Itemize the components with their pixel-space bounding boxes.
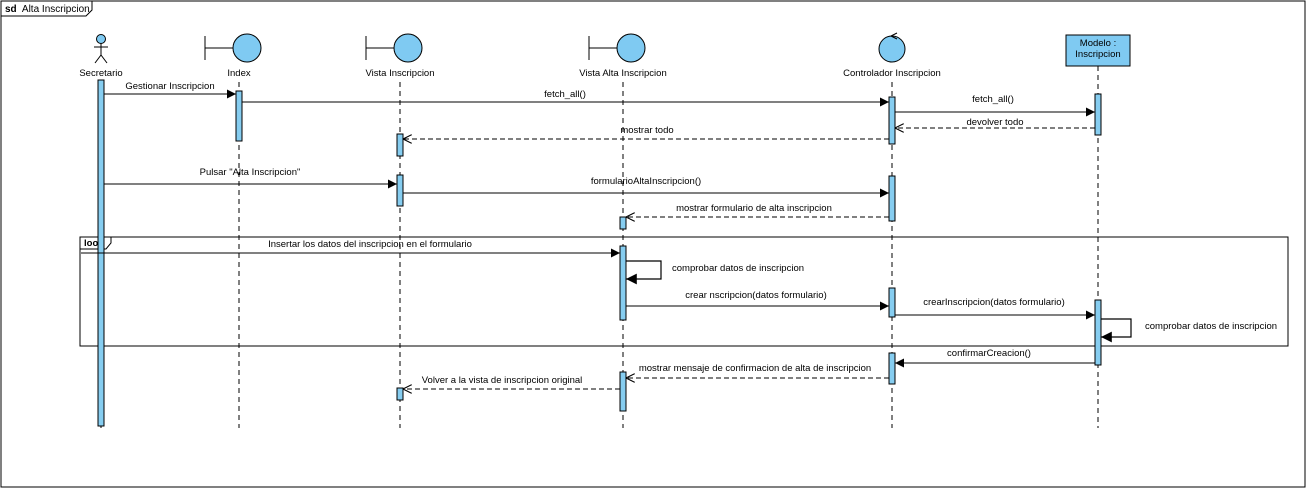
activation-bar-controlador-inscripcion (888, 352, 896, 385)
message-label: Pulsar "Alta Inscripcion" (200, 167, 301, 178)
message-comprobar-datos-vista: comprobar datos de inscripcion (626, 260, 804, 285)
actor-icon (94, 34, 108, 64)
frame-label-prefix: sd (5, 4, 17, 15)
message-label: devolver todo (966, 117, 1023, 128)
message-mostrar-todo: mostrar todo (403, 125, 889, 139)
message-mostrar-confirmacion: mostrar mensaje de confirmacion de alta … (626, 363, 889, 378)
message-gestionar-inscripcion: Gestionar Inscripcion (104, 81, 236, 99)
activation-bar-vista-alta-inscripcion (619, 245, 627, 321)
message-label: crear nscripcion(datos formulario) (685, 290, 827, 301)
message-label: mostrar formulario de alta inscripcion (676, 203, 832, 214)
activation-bar-vista-inscripcion (396, 174, 404, 207)
participant-label: Inscripcion (1075, 49, 1120, 60)
activation-bar-modelo-inscripcion (1094, 93, 1102, 136)
activation-bar-index (235, 90, 243, 142)
message-label: formularioAltaInscripcion() (591, 176, 701, 187)
participant-label: Index (227, 68, 250, 79)
message-comprobar-datos-modelo: comprobar datos de inscripcion (1101, 318, 1277, 343)
participant-vista-inscripcion: Vista Inscripcion (365, 33, 435, 428)
message-label: fetch_all() (972, 94, 1014, 105)
participant-label: Vista Alta Inscripcion (579, 68, 666, 79)
loop-fragment: loop (79, 236, 1289, 347)
message-label: mostrar mensaje de confirmacion de alta … (639, 363, 871, 374)
activation-bar-controlador-inscripcion (888, 96, 896, 145)
message-fetch-all-1: fetch_all() (242, 89, 889, 107)
message-label: fetch_all() (544, 89, 586, 100)
entity-box: Modelo :Inscripcion (1065, 34, 1131, 67)
activation-bar-vista-inscripcion (396, 387, 404, 401)
boundary-icon (204, 33, 262, 63)
fragment-border (79, 236, 1289, 347)
message-crear-inscripcion: crearInscripcion(datos formulario) (895, 297, 1095, 320)
message-devolver-todo: devolver todo (895, 117, 1095, 128)
boundary-icon (365, 33, 423, 63)
message-label: comprobar datos de inscripcion (672, 263, 804, 274)
message-label: confirmarCreacion() (947, 348, 1031, 359)
message-confirmar-creacion: confirmarCreacion() (895, 348, 1095, 368)
participant-label: Secretario (79, 68, 122, 79)
message-crear-nscripcion: crear nscripcion(datos formulario) (626, 290, 889, 311)
activation-bar-controlador-inscripcion (888, 287, 896, 318)
message-label: Volver a la vista de inscripcion origina… (422, 375, 583, 386)
message-label: comprobar datos de inscripcion (1145, 321, 1277, 332)
message-mostrar-formulario: mostrar formulario de alta inscripcion (626, 203, 889, 217)
activation-bar-vista-inscripcion (396, 133, 404, 157)
message-pulsar-alta: Pulsar "Alta Inscripcion" (104, 167, 397, 189)
message-formulario-alta: formularioAltaInscripcion() (403, 176, 889, 198)
frame-label: Alta Inscripcion (22, 4, 90, 15)
activation-bar-modelo-inscripcion (1094, 299, 1102, 366)
participant-label: Modelo : (1080, 38, 1116, 49)
activation-bar-vista-alta-inscripcion (619, 371, 627, 412)
participant-modelo-inscripcion: Modelo :Inscripcion (1065, 34, 1131, 428)
message-label: Insertar los datos del inscripcion en el… (268, 239, 472, 250)
activation-bar-controlador-inscripcion (888, 175, 896, 222)
message-label: crearInscripcion(datos formulario) (923, 297, 1065, 308)
fragment-tab (80, 237, 112, 250)
participant-label: Vista Inscripcion (366, 68, 435, 79)
fragment-operator: loop (84, 238, 104, 249)
message-insertar-datos: Insertar los datos del inscripcion en el… (81, 239, 620, 258)
messages: Gestionar Inscripcion fetch_all() fetch_al… (81, 81, 1277, 389)
control-icon (878, 32, 906, 63)
message-fetch-all-2: fetch_all() (895, 94, 1095, 117)
message-label: Gestionar Inscripcion (125, 81, 214, 92)
message-arrow (626, 260, 662, 285)
message-label: mostrar todo (620, 125, 673, 136)
participant-index: Index (204, 33, 262, 428)
participant-label: Controlador Inscripcion (843, 68, 941, 79)
activation-bar-vista-alta-inscripcion (619, 216, 627, 230)
svg-text:sd Alta Inscripcion: sd Alta Inscripcion (5, 4, 90, 15)
message-arrow (1101, 318, 1132, 343)
message-volver-vista: Volver a la vista de inscripcion origina… (403, 375, 620, 389)
boundary-icon (588, 33, 646, 63)
